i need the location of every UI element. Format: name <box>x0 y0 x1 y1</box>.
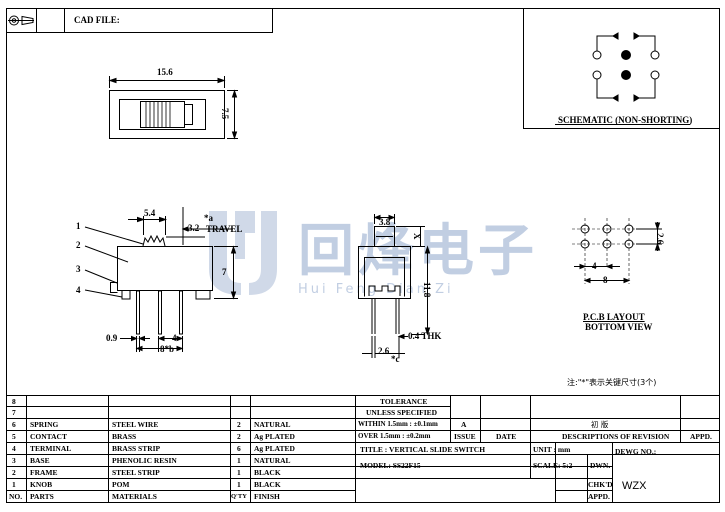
bom-finish: Ag PLATED <box>254 444 295 453</box>
tolerance-over: OVER 1.5mm : ±0.2mm <box>358 432 431 440</box>
tolerance-label: TOLERANCE <box>380 397 428 406</box>
issue-label: ISSUE <box>454 432 476 441</box>
first-edition: 初 版 <box>591 420 609 429</box>
bom-no: 4 <box>12 444 16 453</box>
dim-0-9: 0.9 <box>106 333 118 343</box>
bom-finish: Ag PLATED <box>254 432 295 441</box>
end-view <box>358 214 431 358</box>
bom-material: POM <box>112 480 130 489</box>
bom-no: 2 <box>12 468 16 477</box>
bom-part: FRAME <box>30 468 58 477</box>
bom-qty: 2 <box>237 420 241 429</box>
bom-no: 3 <box>12 456 16 465</box>
callout-3: 3 <box>76 264 81 274</box>
drawing-title: TITLE : VERTICAL SLIDE SWITCH <box>360 445 486 454</box>
bom-finish: NATURAL <box>254 456 291 465</box>
bom-finish: BLACK <box>254 468 281 477</box>
chkd-label: CHK'D <box>588 480 613 489</box>
drawing-number-label: DEWG NO.: <box>615 447 657 456</box>
pcb-layout <box>572 218 662 284</box>
key-dimension-note: 注:"*"表示关键尺寸(3个) <box>567 378 657 387</box>
side-view <box>84 207 238 352</box>
bom-material: PHENOLIC RESIN <box>112 456 177 465</box>
callout-1: 1 <box>76 221 81 231</box>
bom-material: BRASS <box>112 432 137 441</box>
dim-5-4: 5.4 <box>144 208 156 218</box>
bom-no: 1 <box>12 480 16 489</box>
dim-width-15-6: 15.6 <box>157 67 173 77</box>
bom-part: CONTACT <box>30 432 67 441</box>
descriptions-of-revision: DESCRIPTIONS OF REVISION <box>562 432 670 441</box>
bom-part: KNOB <box>30 480 53 489</box>
bom-no: 8 <box>12 397 16 406</box>
bom-header-finish: FINISH <box>254 492 280 501</box>
callout-4: 4 <box>76 285 81 295</box>
bom-header-materials: MATERIALS <box>112 492 157 501</box>
bom-qty: 2 <box>237 432 241 441</box>
pcb-dim-8: 8 <box>603 275 608 285</box>
bom-material: STEEL STRIP <box>112 468 160 477</box>
table-grid <box>6 395 720 503</box>
signer-initials: WZX <box>622 480 647 492</box>
dim-4: 4 <box>172 333 177 343</box>
bom-part: TERMINAL <box>30 444 72 453</box>
revision-a: A <box>461 420 467 429</box>
bom-no: 7 <box>12 408 16 417</box>
bom-finish: NATURAL <box>254 420 291 429</box>
watermark-cn: 回烽电子 <box>298 219 538 284</box>
appd2-label: APPD. <box>588 492 610 501</box>
callout-2: 2 <box>76 240 81 250</box>
dim-3-2: 3.2 <box>188 223 200 233</box>
dim-2-6: 2.6 <box>378 346 390 356</box>
bom-part: BASE <box>30 456 50 465</box>
date-label: DATE <box>496 432 517 441</box>
travel-label: TRAVEL <box>206 224 243 234</box>
pcb-bottom-view: BOTTOM VIEW <box>585 322 653 332</box>
schematic-diagram <box>555 32 690 125</box>
key-dim-a: *a <box>204 213 213 223</box>
dim-0-4-thk: 0.4 THK <box>408 331 442 341</box>
unless-specified: UNLESS SPECIFIED <box>366 408 438 417</box>
pcb-dim-2-6: 2.6 <box>655 233 665 245</box>
tolerance-within: WITHIN 1.5mm : ±0.1mm <box>358 420 438 428</box>
bom-part: SPRING <box>30 420 59 429</box>
dim-11-8: 11.8 <box>422 282 432 298</box>
dim-8-b: 8*b <box>160 344 175 354</box>
bom-header-qty: Q'TY <box>231 493 247 500</box>
bom-material: STEEL WIRE <box>112 420 159 429</box>
pcb-layout-title: P.C.B LAYOUT <box>583 312 645 322</box>
bom-material: BRASS STRIP <box>112 444 161 453</box>
bom-no: 6 <box>12 420 16 429</box>
watermark-logo-icon <box>209 211 277 295</box>
bom-header-parts: PARTS <box>30 492 54 501</box>
watermark-en: Hui Feng Dian Zi <box>298 282 454 297</box>
dim-3-8: 3.8 <box>379 217 391 227</box>
dim-x: X <box>412 233 422 240</box>
dwn-label: DWN. <box>590 461 611 470</box>
dim-height-7-5: 7.5 <box>220 108 230 120</box>
scale-label: SCALE: 5:2 <box>533 461 573 470</box>
cad-file-label: CAD FILE: <box>74 15 120 25</box>
bom-qty: 1 <box>237 480 241 489</box>
bom-finish: BLACK <box>254 480 281 489</box>
key-dim-c: *c <box>391 354 400 364</box>
bom-qty: 6 <box>237 444 241 453</box>
bom-header-no: NO. <box>9 492 23 501</box>
model-label: MODEL: SS22F15 <box>360 461 421 470</box>
dim-7: 7 <box>222 267 227 277</box>
unit-label: UNIT : mm <box>533 445 571 454</box>
bom-qty: 1 <box>237 468 241 477</box>
bom-qty: 1 <box>237 456 241 465</box>
pcb-dim-4: 4 <box>592 261 597 271</box>
schematic-title: SCHEMATIC (NON-SHORTING) <box>558 115 693 125</box>
bom-no: 5 <box>12 432 16 441</box>
appd-label: APPD. <box>690 432 712 441</box>
top-view <box>108 76 238 140</box>
